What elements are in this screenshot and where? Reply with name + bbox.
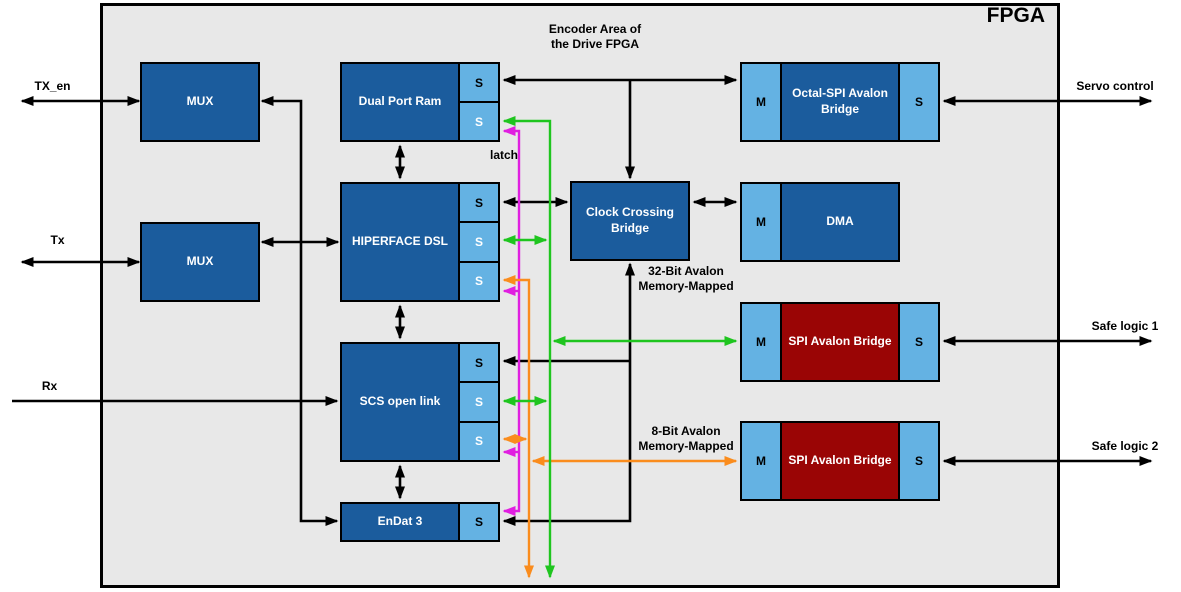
signal-label-safe-logic-2: Safe logic 2 — [1091, 439, 1159, 453]
block-hiperface-dsl: HIPERFACE DSL S S S — [340, 182, 500, 302]
signal-label-tx-en: TX_en — [34, 79, 71, 93]
dual-port-ram-label: Dual Port Ram — [342, 64, 458, 140]
spi-bridge-1-port-m-col: M — [742, 304, 782, 380]
spi-bridge-2-port-s-col: S — [898, 423, 938, 499]
clock-crossing-bridge-label: Clock Crossing Bridge — [572, 183, 688, 259]
block-scs-open-link: SCS open link S S S — [340, 342, 500, 462]
block-spi-bridge-2: M SPI Avalon Bridge S — [740, 421, 940, 501]
spi-bridge-1-port-s: S — [914, 335, 923, 349]
scs-port-s1: S — [474, 355, 483, 370]
block-dual-port-ram: Dual Port Ram S S — [340, 62, 500, 142]
octal-spi-port-m-col: M — [742, 64, 782, 140]
hiperface-dsl-ports: S S S — [458, 184, 498, 300]
spi-bridge-2-label: SPI Avalon Bridge — [782, 423, 898, 499]
dma-label: DMA — [782, 184, 898, 260]
scs-open-link-ports: S S S — [458, 344, 498, 460]
spi-bridge-2-port-s: S — [914, 454, 923, 468]
block-dma: M DMA — [740, 182, 900, 262]
signal-label-tx: Tx — [50, 233, 65, 247]
hiperface-port-s3: S — [460, 260, 498, 300]
dma-port-m: M — [756, 215, 766, 229]
mux-bottom-label: MUX — [142, 224, 258, 300]
spi-bridge-1-port-m: M — [756, 335, 766, 349]
endat3-label: EnDat 3 — [342, 504, 458, 540]
block-octal-spi-bridge: M Octal-SPI Avalon Bridge S — [740, 62, 940, 142]
signal-label-avalon-32: 32-Bit Avalon Memory-Mapped — [638, 264, 734, 294]
hiperface-dsl-label: HIPERFACE DSL — [342, 184, 458, 300]
scs-port-s3: S — [460, 420, 498, 460]
spi-bridge-1-label: SPI Avalon Bridge — [782, 304, 898, 380]
encoder-area-caption: Encoder Area of the Drive FPGA — [548, 22, 642, 52]
signal-label-avalon-8: 8-Bit Avalon Memory-Mapped — [638, 424, 734, 454]
spi-bridge-2-port-m-col: M — [742, 423, 782, 499]
spi-bridge-2-port-m: M — [756, 454, 766, 468]
dual-port-ram-port-s2: S — [460, 101, 498, 140]
hiperface-port-s2: S — [460, 221, 498, 260]
octal-spi-port-s-col: S — [898, 64, 938, 140]
dual-port-ram-ports: S S — [458, 64, 498, 140]
signal-label-safe-logic-1: Safe logic 1 — [1091, 319, 1159, 333]
hiperface-port-s1: S — [474, 195, 483, 210]
signal-label-rx: Rx — [41, 379, 58, 393]
endat3-port-s: S — [474, 515, 483, 529]
mux-top-label: MUX — [142, 64, 258, 140]
dma-port-m-col: M — [742, 184, 782, 260]
signal-label-latch: latch — [489, 148, 518, 162]
scs-port-s2: S — [460, 381, 498, 420]
octal-spi-bridge-label: Octal-SPI Avalon Bridge — [782, 64, 898, 140]
octal-spi-port-m: M — [756, 95, 766, 109]
block-endat3: EnDat 3 S — [340, 502, 500, 542]
block-mux-top: MUX — [140, 62, 260, 142]
block-clock-crossing-bridge: Clock Crossing Bridge — [570, 181, 690, 261]
fpga-title: FPGA — [986, 4, 1045, 27]
octal-spi-port-s: S — [914, 95, 923, 109]
block-mux-bottom: MUX — [140, 222, 260, 302]
signal-label-servo-control: Servo control — [1076, 79, 1154, 93]
scs-open-link-label: SCS open link — [342, 344, 458, 460]
dual-port-ram-port-s1: S — [474, 75, 483, 90]
block-spi-bridge-1: M SPI Avalon Bridge S — [740, 302, 940, 382]
endat3-ports: S — [458, 504, 498, 540]
spi-bridge-1-port-s-col: S — [898, 304, 938, 380]
